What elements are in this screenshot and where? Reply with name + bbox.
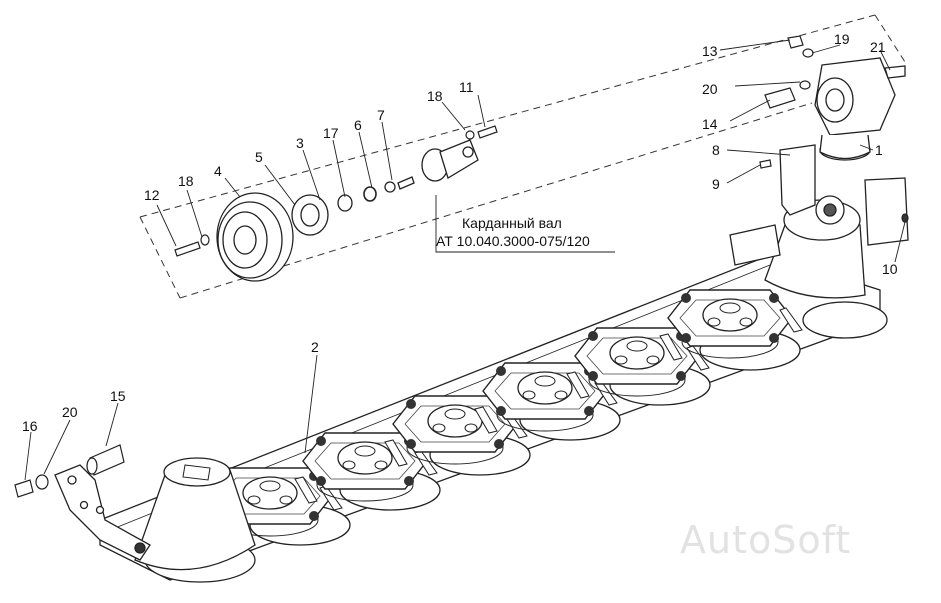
label-part-1: 1: [875, 142, 883, 158]
label-part-15: 15: [110, 388, 126, 404]
label-part-21: 21: [870, 39, 886, 55]
autosoft-watermark: AutoSoft: [680, 518, 852, 562]
label-part-4: 4: [214, 163, 222, 179]
leader-lines: [24, 39, 906, 481]
label-part-9: 9: [712, 176, 720, 192]
fasteners: [14, 35, 909, 498]
right-cone: [729, 144, 909, 299]
cardan-shaft-callout-code: АТ 10.040.3000-075/120: [436, 233, 590, 249]
label-part-20-gearbox: 20: [702, 81, 718, 97]
label-part-19: 19: [834, 31, 850, 47]
dashed-alignment-lines: [139, 14, 906, 299]
label-part-7: 7: [377, 107, 385, 123]
flange-yoke: [421, 139, 479, 182]
label-part-13: 13: [702, 43, 718, 59]
label-part-5: 5: [255, 149, 263, 165]
cutting-discs: [199, 289, 803, 539]
gearbox: [814, 57, 906, 161]
label-part-11: 11: [459, 79, 474, 95]
label-part-16: 16: [22, 418, 38, 434]
left-cone: [134, 457, 256, 571]
cardan-shaft-callout-title: Карданный вал: [462, 215, 562, 231]
label-part-6: 6: [354, 117, 362, 133]
left-bracket: [54, 464, 151, 561]
label-part-18-flange: 18: [427, 88, 443, 104]
label-part-20-bracket: 20: [62, 404, 78, 420]
label-part-14: 14: [702, 116, 718, 132]
label-part-17: 17: [323, 125, 339, 141]
pulley-assembly: [216, 176, 415, 282]
label-part-12: 12: [144, 187, 160, 203]
label-part-10: 10: [882, 261, 898, 277]
label-part-18-pulley: 18: [178, 173, 194, 189]
label-part-3: 3: [296, 135, 304, 151]
label-part-8: 8: [712, 142, 720, 158]
label-part-2: 2: [311, 339, 319, 355]
